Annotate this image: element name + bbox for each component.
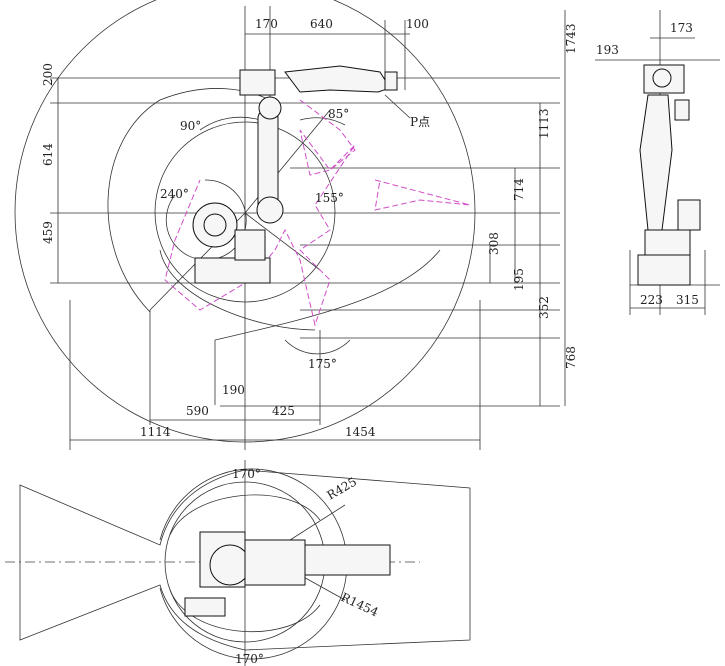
angle-85: 85°: [328, 107, 349, 121]
dim-459: 459: [41, 221, 55, 244]
top-upper-arm: [304, 544, 391, 576]
dim-352: 352: [537, 296, 551, 319]
angle-155: 155°: [315, 191, 344, 205]
j3-motor: [239, 69, 276, 96]
top-lower-arm: [244, 539, 306, 586]
robot-top: [184, 531, 391, 617]
rear-view: 193 173 223 315: [595, 10, 720, 315]
dim-315: 315: [676, 293, 699, 307]
angle-line-155: [244, 212, 321, 271]
wrist-flange: [384, 71, 398, 91]
robot-waist: [234, 229, 266, 261]
reach-envelope-upper: [107, 88, 271, 313]
dim-173: 173: [670, 21, 693, 35]
arc-90: [199, 116, 261, 131]
tool-path-trajectory: [164, 99, 356, 327]
p-point-leader: [384, 94, 411, 119]
rear-base: [637, 254, 691, 286]
dim-200: 200: [41, 63, 55, 86]
dim-1114: 1114: [140, 425, 171, 439]
dim-1743: 1743: [564, 23, 578, 54]
arc-175: [284, 339, 351, 355]
top-angle-arc-upper: [169, 494, 321, 536]
top-angle-arc-lower: [169, 589, 321, 632]
upper-arm: [284, 65, 391, 93]
side-view: 170 640 100 200 614 459 1743 1113 714 30…: [14, 0, 578, 450]
angle-90: 90°: [180, 119, 201, 133]
dim-193: 193: [596, 43, 619, 57]
robot-side: [192, 65, 398, 284]
robot-rear: [637, 64, 701, 286]
dim-100: 100: [406, 17, 429, 31]
top-angle-lower: 170°: [235, 652, 264, 666]
rear-waist: [644, 229, 691, 256]
dim-1113: 1113: [537, 108, 551, 139]
top-angle-upper: 170°: [232, 467, 261, 481]
angle-240: 240°: [160, 187, 189, 201]
arc-240: [165, 179, 247, 261]
top-view: 170° 170° R425 R1454: [5, 460, 471, 666]
reach-envelope-lower: [214, 249, 441, 341]
dim-195: 195: [512, 268, 526, 291]
dim-590: 590: [186, 404, 209, 418]
top-radius-outer: R1454: [339, 590, 381, 620]
robot-base: [194, 257, 271, 284]
j2-joint: [256, 196, 284, 224]
p-point-label: P点: [410, 115, 430, 129]
top-controller-box: [184, 597, 226, 617]
reach-envelope-inner: [159, 249, 316, 331]
r425-leader: [289, 504, 346, 541]
dim-190: 190: [222, 383, 245, 397]
dim-308: 308: [487, 232, 501, 255]
r1454-leader: [299, 574, 346, 601]
top-j1-motor: [209, 544, 251, 586]
dim-640: 640: [310, 17, 333, 31]
dim-614: 614: [41, 143, 55, 166]
dim-223: 223: [640, 293, 663, 307]
dim-170: 170: [255, 17, 278, 31]
angle-175: 175°: [308, 357, 337, 371]
rear-motor-small: [674, 99, 690, 121]
dim-768: 768: [564, 346, 578, 369]
top-radius-inner: R425: [325, 474, 360, 502]
dim-1454: 1454: [345, 425, 376, 439]
rear-j3-joint: [652, 68, 672, 88]
tool-path-trajectory-2: [374, 179, 471, 211]
dim-425: 425: [272, 404, 295, 418]
j1-motor-hub: [203, 213, 227, 237]
arc-85: [299, 117, 346, 126]
rear-j2-motor: [677, 199, 701, 231]
dim-714: 714: [512, 178, 526, 201]
rear-lower-arm: [639, 94, 673, 231]
j3-joint: [258, 96, 282, 120]
top-work-area: [19, 469, 471, 651]
